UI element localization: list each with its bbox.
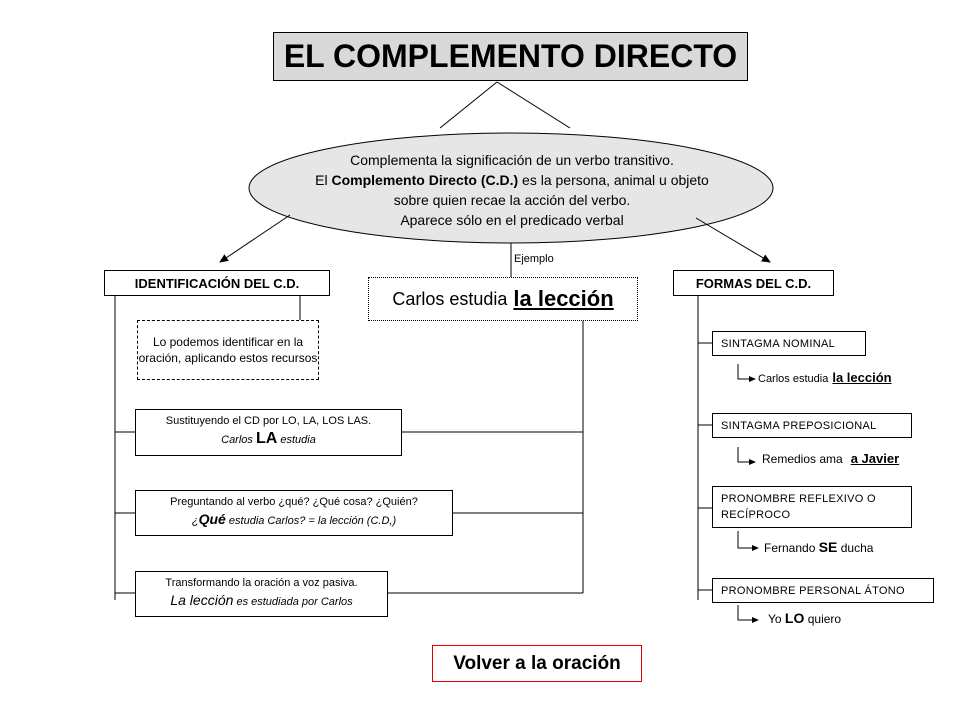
identification-header: IDENTIFICACIÓN DEL C.D. [104, 270, 330, 296]
form-personal-pronoun-example: Yo LO quiero [768, 610, 842, 626]
definition-line-4: Aparece sólo en el predicado verbal [400, 212, 624, 228]
definition-line-1: Complementa la significación de un verbo… [350, 152, 674, 168]
definition-text: Complementa la significación de un verbo… [262, 150, 762, 230]
method-passive: Transformando la oración a voz pasiva. L… [135, 571, 388, 617]
form-reflexive: PRONOMBRE REFLEXIVO O RECÍPROCO [712, 486, 912, 528]
definition-line-3: sobre quien recae la acción del verbo. [393, 192, 631, 208]
forms-header: FORMAS DEL C.D. [673, 270, 834, 296]
method-substitution: Sustituyendo el CD por LO, LA, LOS LAS. … [135, 409, 402, 456]
page-title: EL COMPLEMENTO DIRECTO [273, 32, 748, 81]
example-label: Ejemplo [514, 253, 554, 265]
back-to-sentence-button[interactable]: Volver a la oración [432, 645, 642, 682]
form-prepositional: SINTAGMA PREPOSICIONAL [712, 413, 912, 438]
method-question: Preguntando al verbo ¿qué? ¿Qué cosa? ¿Q… [135, 490, 453, 536]
form-personal-pronoun: PRONOMBRE PERSONAL ÁTONO [712, 578, 934, 603]
form-reflexive-example: Fernando SE ducha [764, 539, 874, 555]
definition-line-2: El Complemento Directo (C.D.) es la pers… [315, 172, 709, 188]
identification-intro: Lo podemos identificar en la oración, ap… [137, 320, 319, 380]
form-nominal: SINTAGMA NOMINAL [712, 331, 866, 356]
